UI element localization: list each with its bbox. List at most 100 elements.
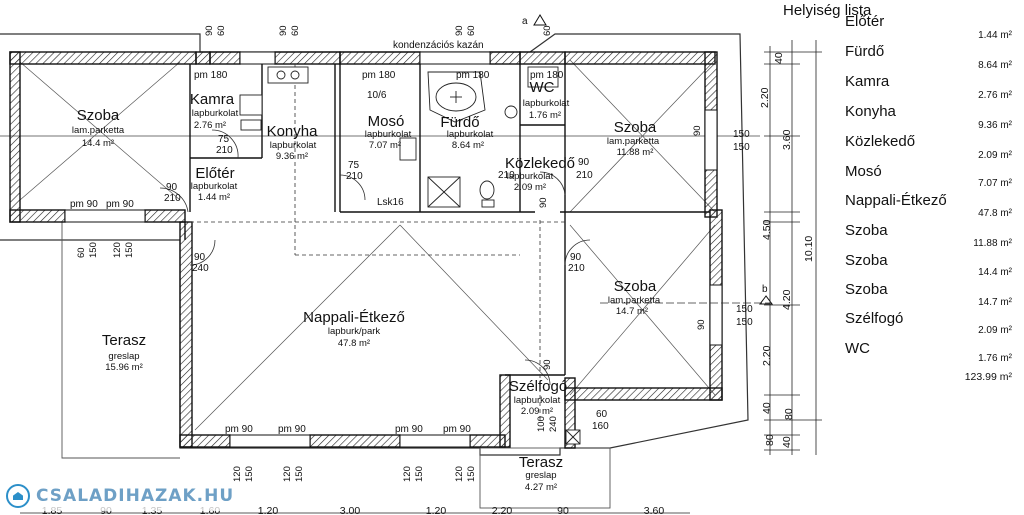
annotation-vert: 90 [278,25,289,36]
section-marker-b [759,295,773,305]
room-list-area: 8.64 m² [978,60,1012,71]
room-list-area: 14.7 m² [978,297,1012,308]
annotation-vert: 60 [542,25,553,36]
hip-line [569,224,716,396]
terrace-front [479,447,611,509]
annotation-width: 60 [596,409,608,420]
room-area: 2.09 m² [521,406,553,417]
room-list-area: 7.07 m² [978,178,1012,189]
room-area: 11.88 m² [617,147,654,158]
annotation-pm: pm 90 [278,424,306,435]
annotation-vert: 90 [692,125,703,136]
dimension-bottom: 1.20 [258,505,279,515]
annotation-vert: 120 [402,466,413,482]
watermark-text: CSALADIHAZAK.HU [36,486,235,506]
room-list-name: Előtér [845,13,885,30]
annotation-width: 90 [166,182,178,193]
right-dimension-texts: 40 2.20 3.60 4.50 4.20 2.20 40 80 40 80 … [759,52,815,448]
dimension-right: 80 [764,434,776,446]
vertical-annotations: 90 60 90 60 90 60 60 90 90 60 150 120 15… [76,25,707,482]
room-kozlekedo-label: Közlekedő [505,155,575,172]
room-terasz-1-label: Terasz [102,332,146,349]
room-floor: lam.parketta [72,125,125,136]
room-floor: lapburkolat [270,140,317,151]
room-list-name: Szélfogó [845,310,904,327]
annotation-vert: 240 [548,416,559,432]
annotation-height: 210 [568,263,585,274]
dimension-right: 40 [781,436,793,448]
dimension-right: 80 [783,408,795,420]
room-list-name: Mosó [845,163,882,180]
annotation-pm: pm 90 [70,199,98,210]
dimension-right: 2.20 [759,87,771,108]
dimension-right: 40 [761,402,773,414]
annotation-pm: pm 180 [530,70,564,81]
dimension-right: 3.60 [781,129,793,150]
room-floor: lapburkolat [447,129,494,140]
annotation-height: 210 [216,145,233,156]
room-szelfogo-label: Szélfogó [509,378,567,395]
legend-title: Helyiség lista [783,2,872,19]
annotation-pm: pm 180 [362,70,396,81]
annotation-vert: 150 [466,466,477,482]
room-area: 47.8 m² [338,338,370,349]
room-list-area: 2.09 m² [978,325,1012,336]
room-nappali-label: Nappali-Étkező [303,309,405,326]
room-list-name: Konyha [845,103,896,120]
room-floor: lapburkolat [523,98,570,109]
room-area: 1.76 m² [529,110,561,121]
room-list-area: 1.76 m² [978,353,1012,364]
annotation-height: 150 [736,317,753,328]
room-eloter-label: Előtér [195,165,234,182]
annotation-vert: 120 [282,466,293,482]
room-terasz-2-label: Terasz [519,454,563,471]
annotation-pm: pm 90 [395,424,423,435]
room-list-area: 1.44 m² [978,30,1012,41]
room-area-labels: 14.4 m² 2.76 m² 9.36 m² 7.07 m² 8.64 m² … [82,110,654,493]
room-labels: Szoba Kamra Konyha Mosó Fürdő WC Szoba E… [77,79,657,471]
room-list-name: Szoba [845,281,888,298]
room-area: 9.36 m² [276,151,308,162]
fixtures [239,66,581,445]
room-list-area: 9.36 m² [978,120,1012,131]
annotation-height: 150 [733,142,750,153]
annotation-height: 240 [192,263,209,274]
room-szoba-2-label: Szoba [614,119,657,136]
annotation-vert: 60 [216,25,227,36]
room-list-area: 11.88 m² [973,238,1012,249]
dimension-right: 4.20 [781,289,793,310]
room-list-area: 14.4 m² [978,267,1012,278]
annotation-height: 210 [576,170,593,181]
room-area: 2.76 m² [194,120,226,131]
hip-line [569,59,716,213]
annotation-width: 90 [194,252,206,263]
watermark: CSALADIHAZAK.HU [4,481,241,511]
room-list-name: Nappali-Étkező [845,192,947,209]
dimension-bottom: 2.20 [492,505,513,515]
room-floor: lapburkolat [365,129,412,140]
annotation-height: 160 [592,421,609,432]
section-marker-a [533,14,547,26]
dimension-right: 2.20 [761,345,773,366]
dimension-bottom: 3.00 [340,505,361,515]
annotation-pm: pm 90 [106,199,134,210]
annotation-kazan: kondenzációs kazán [393,40,484,51]
room-floor: lapburkolat [191,181,238,192]
room-floor: lapburkolat [514,395,561,406]
right-dimension-lines [764,40,822,455]
annotation-vert: 150 [294,466,305,482]
annotation-doorsize: 10/6 [367,90,387,101]
room-list-area: 2.09 m² [978,150,1012,161]
room-list-area: 2.76 m² [978,90,1012,101]
dimension-bottom: 3.60 [644,505,665,515]
dimension-right: 40 [773,52,785,64]
annotation-width: 150 [733,129,750,140]
annotation-vert: 100 [536,416,547,432]
annotation-vert: 60 [290,25,301,36]
room-list-name: Fürdő [845,43,885,60]
annotation-vert: 120 [112,242,123,258]
annotation-pm: pm 180 [456,70,490,81]
annotation-width: 90 [570,252,582,263]
room-floor: greslap [525,470,556,481]
room-floor: lam.parketta [607,136,660,147]
